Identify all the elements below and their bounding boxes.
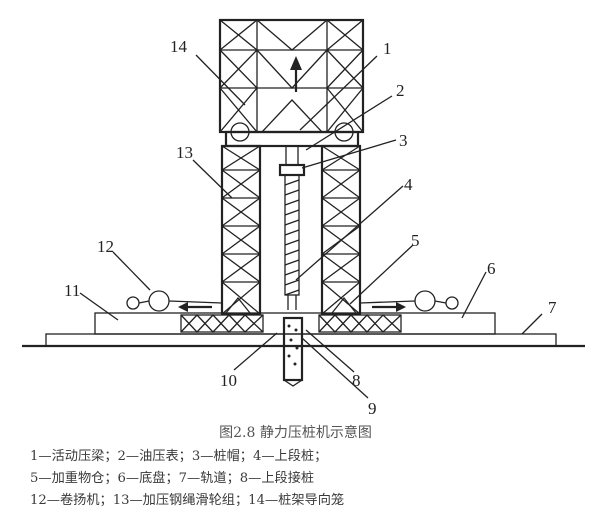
truss-right — [320, 144, 362, 316]
pile — [278, 146, 306, 310]
label-1: 1 — [383, 39, 392, 58]
label-10: 10 — [220, 371, 237, 390]
label-5: 5 — [411, 231, 420, 250]
guide-cage — [218, 18, 365, 134]
pressing-beam — [224, 122, 360, 148]
label-4: 4 — [404, 175, 413, 194]
lower-pile — [282, 316, 304, 387]
weight-bins — [225, 296, 357, 314]
caption-title: 图2.8 静力压桩机示意图 — [219, 425, 372, 441]
leader-lines — [79, 54, 543, 399]
legend-line-3: 12—卷扬机；13—加压钢绳滑轮组；14—桩架导向笼 — [30, 493, 345, 508]
label-8: 8 — [352, 371, 361, 390]
legend-line-2: 5—加重物仓；6—底盘；7—轨道；8—上段接桩 — [30, 471, 315, 486]
winch-left — [126, 290, 223, 312]
truss-left — [220, 144, 262, 316]
winch-right — [359, 290, 459, 312]
label-14: 14 — [170, 37, 188, 56]
caption: 图2.8 静力压桩机示意图 1—活动压梁；2—油压表；3—桩帽；4—上段桩； 5… — [0, 422, 591, 512]
label-6: 6 — [487, 259, 496, 278]
label-13: 13 — [176, 143, 193, 162]
label-12: 12 — [97, 237, 114, 256]
legend-line-1: 1—活动压梁；2—油压表；3—桩帽；4—上段桩； — [30, 449, 328, 464]
label-7: 7 — [548, 298, 557, 317]
pile-driver-diagram: 14 1 2 3 13 4 5 12 6 11 7 10 8 9 — [22, 18, 585, 418]
label-2: 2 — [396, 81, 405, 100]
label-3: 3 — [399, 131, 408, 150]
label-9: 9 — [368, 399, 377, 418]
label-11: 11 — [64, 281, 80, 300]
